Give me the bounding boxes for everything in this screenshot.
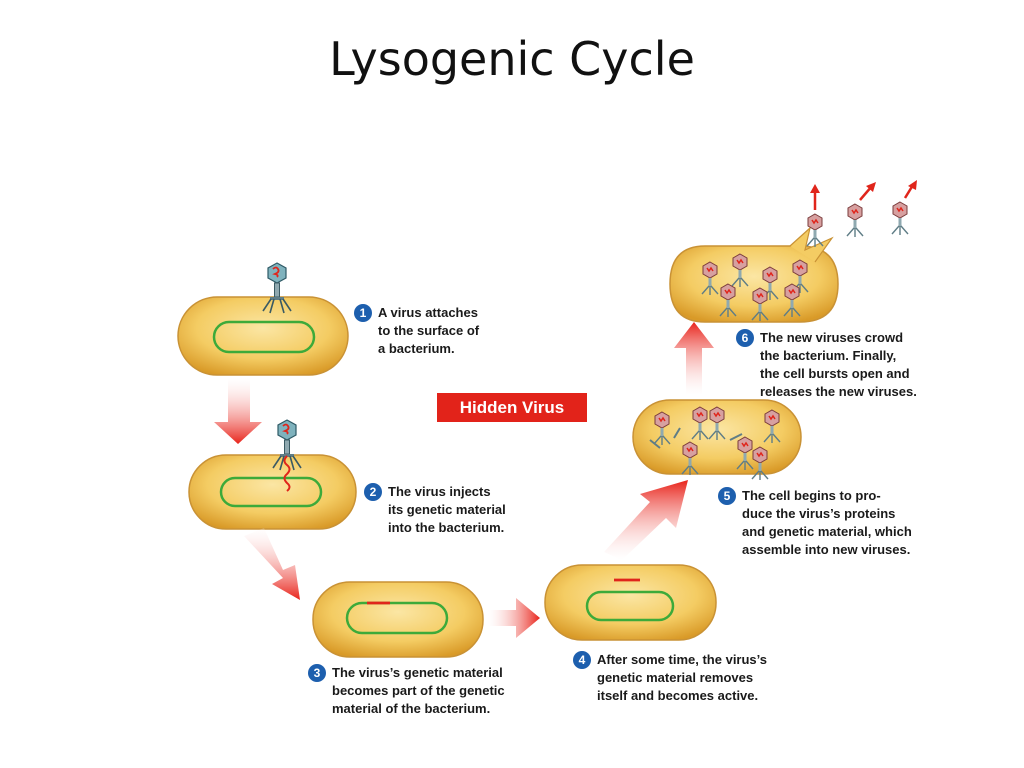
injected-dna <box>283 455 291 492</box>
step-4-caption: 4 After some time, the virus’s genetic m… <box>573 651 767 705</box>
arrow-step-4-to-5 <box>604 480 688 560</box>
bacterium-step-5 <box>632 399 802 481</box>
step-number-badge: 2 <box>364 483 382 501</box>
bacterium-step-1 <box>177 262 349 376</box>
bacterium-step-2 <box>188 419 357 530</box>
step-5-caption: 5 The cell begins to pro- duce the virus… <box>718 487 912 559</box>
arrow-step-1-to-2 <box>214 378 262 444</box>
step-number-badge: 3 <box>308 664 326 682</box>
page-title: Lysogenic Cycle <box>329 32 695 86</box>
bacterium-step-3 <box>312 581 484 658</box>
step-3-caption: 3 The virus’s genetic material becomes p… <box>308 664 505 718</box>
bacterium-step-6 <box>669 226 839 323</box>
step-1-caption: 1 A virus attaches to the surface of a b… <box>354 304 479 358</box>
arrow-step-5-to-6 <box>674 322 714 395</box>
step-number-badge: 4 <box>573 651 591 669</box>
released-viruses <box>806 180 917 248</box>
arrow-step-2-to-3 <box>244 528 300 600</box>
step-number-badge: 5 <box>718 487 736 505</box>
step-6-caption: 6 The new viruses crowd the bacterium. F… <box>736 329 917 401</box>
step-number-badge: 1 <box>354 304 372 322</box>
arrow-step-3-to-4 <box>488 598 540 638</box>
step-2-caption: 2 The virus injects its genetic material… <box>364 483 506 537</box>
step-number-badge: 6 <box>736 329 754 347</box>
hidden-virus-label: Hidden Virus <box>437 393 587 422</box>
bacterium-step-4 <box>544 564 717 641</box>
